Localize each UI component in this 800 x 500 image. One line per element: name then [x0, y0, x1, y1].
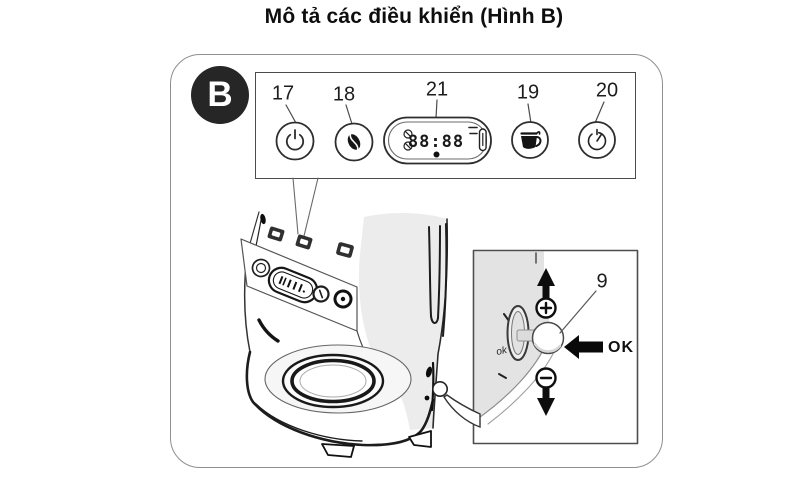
- carafe-icon: [520, 131, 542, 149]
- coffee-machine-illustration: [240, 177, 449, 458]
- carafe-button: [511, 121, 549, 159]
- machine-body-column: [358, 213, 448, 430]
- panel-ok-mark: ok: [495, 345, 509, 358]
- machine-panel-display: [267, 266, 319, 304]
- base-outline: [245, 350, 435, 447]
- callout-swoosh: [443, 394, 481, 428]
- minus-icon: [535, 367, 557, 389]
- machine-panel-dial: [251, 258, 271, 278]
- figure-b-badge: B: [191, 66, 249, 124]
- clock-icon: [403, 141, 413, 151]
- projection-lines: [292, 177, 319, 237]
- clock-icon: [403, 129, 413, 139]
- page-title: Mô tả các điều khiển (Hình B): [264, 5, 564, 28]
- panel-icon-chips: [267, 226, 354, 258]
- selector-knob: [531, 321, 565, 355]
- double-dash-icon: [468, 126, 478, 135]
- display-value: 88:88: [408, 132, 464, 152]
- label-19: 19: [516, 81, 540, 104]
- label-20: 20: [595, 79, 619, 102]
- part9-leader-line: [559, 290, 597, 334]
- label-9: 9: [596, 270, 608, 293]
- ok-arrow-icon: [564, 335, 603, 359]
- machine-panel-button-2: [333, 289, 353, 309]
- power-button: [275, 121, 315, 161]
- base-foot-right: [408, 430, 432, 448]
- lcd-display: 88:88: [383, 116, 492, 165]
- down-arrow-icon: [537, 388, 555, 416]
- aroma-button: [334, 122, 374, 162]
- ok-label: OK: [608, 339, 634, 356]
- timer-button: [578, 121, 616, 159]
- detail-callout: ok: [472, 249, 639, 445]
- up-arrow-icon: [537, 268, 555, 300]
- dot-indicator: [433, 151, 440, 158]
- base-foot-left: [321, 443, 355, 458]
- plus-icon: [535, 297, 557, 319]
- label-18: 18: [332, 83, 356, 106]
- water-level-groove: [428, 223, 448, 337]
- thermometer-icon: [478, 128, 487, 152]
- coffee-bean-icon: [347, 134, 361, 150]
- strip-content: 88:88: [275, 99, 616, 165]
- machine-panel-button-1: [312, 285, 330, 303]
- power-icon: [285, 129, 305, 151]
- auto-timer-icon: [587, 128, 607, 151]
- lever-knob: [260, 213, 266, 225]
- label-17: 17: [271, 82, 295, 105]
- machine-selector-knob: [431, 380, 448, 397]
- label-21: 21: [425, 78, 449, 101]
